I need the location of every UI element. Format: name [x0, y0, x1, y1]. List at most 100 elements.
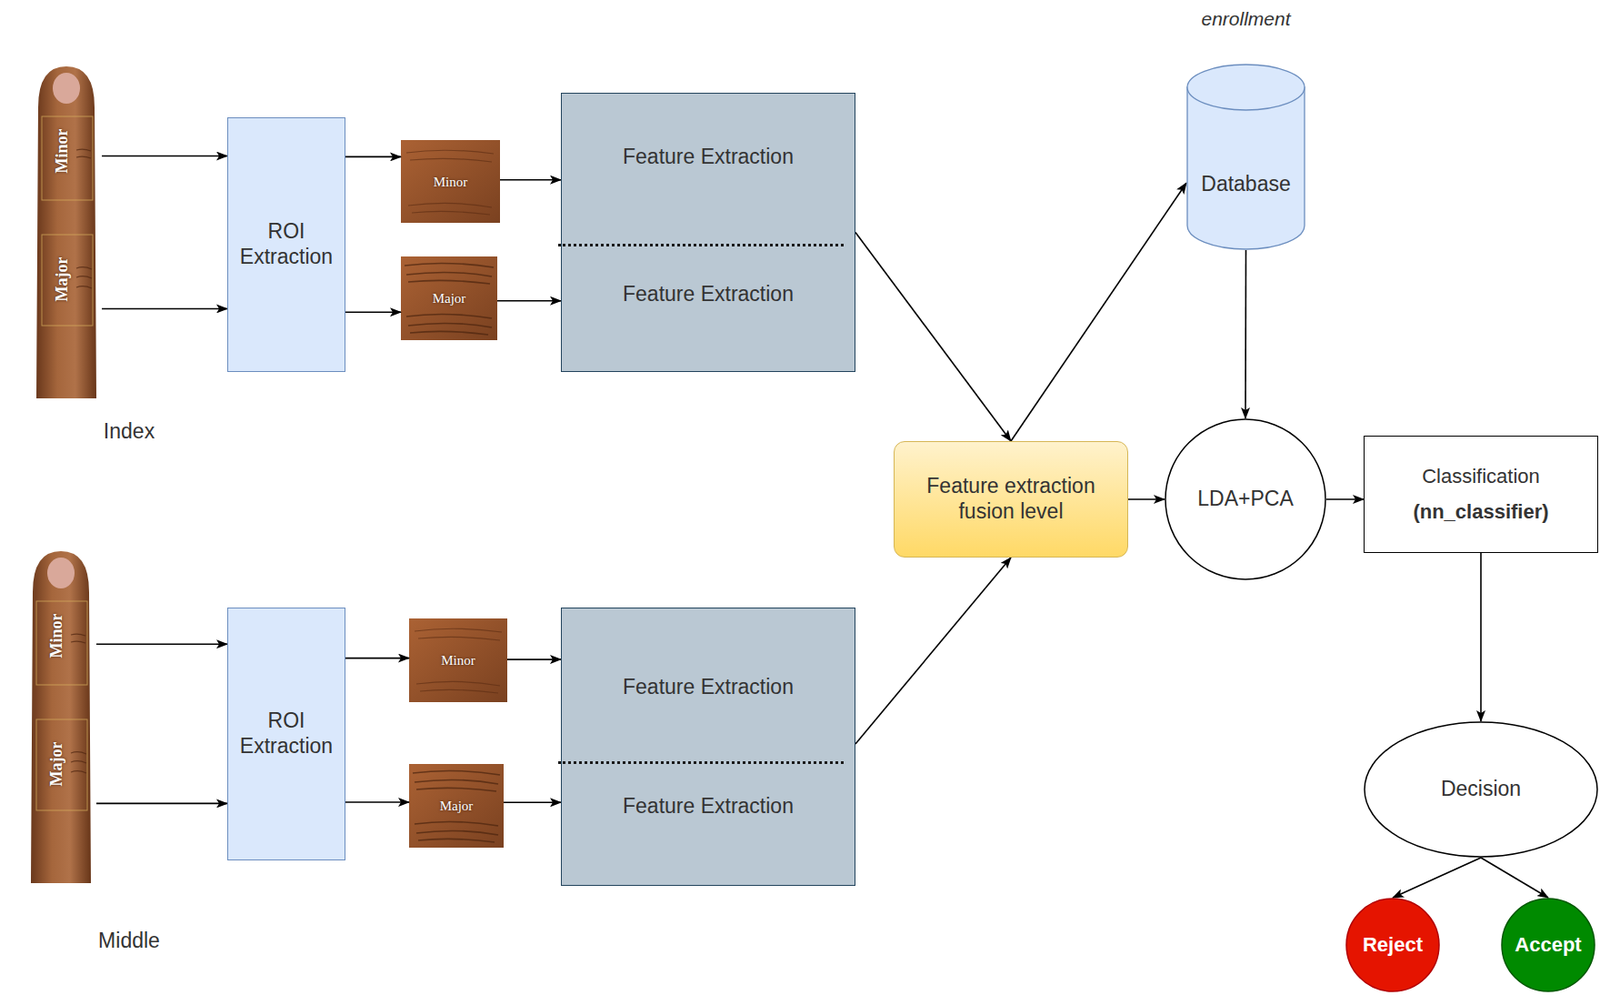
heading-label: enrollment [1200, 7, 1290, 30]
feature-section: Feature Extraction [561, 760, 855, 852]
arrow-connector [101, 308, 228, 310]
arrow-connector [855, 232, 1011, 442]
minor-region [36, 600, 88, 685]
minor-region [41, 116, 93, 200]
major-region [36, 719, 88, 810]
finger-node: MinorMajorIndex [30, 66, 102, 399]
box-label: Feature extraction fusion level [905, 473, 1117, 524]
patch-label: Major [440, 797, 474, 814]
arrow-connector [1244, 250, 1247, 419]
accept-circle: Accept [1500, 897, 1596, 992]
finger-section-label: Major [52, 256, 73, 301]
arrow-connector [345, 156, 401, 159]
arrow-connector [1128, 498, 1165, 500]
arrow-connector [345, 657, 410, 660]
patch-label: Major [432, 290, 467, 307]
finger-name: Index [103, 419, 155, 445]
patch-label: Minor [440, 651, 476, 669]
major-region [41, 234, 93, 326]
box-label: Classification [1421, 464, 1540, 489]
arrow-connector [1480, 857, 1549, 898]
box-label: Database [1200, 171, 1290, 198]
shape-outline [1186, 63, 1306, 250]
dotted-divider [558, 243, 844, 247]
process-circle: LDA+PCA [1164, 418, 1327, 580]
roi-patch: Minor [409, 618, 508, 702]
arrow-connector [500, 179, 561, 181]
arrow-connector [507, 658, 561, 660]
cylinder-body [1187, 87, 1305, 250]
index-finger [36, 66, 97, 399]
patch-skin [409, 763, 504, 848]
feature-section: Feature Extraction [561, 608, 855, 767]
arrow-connector [855, 557, 1011, 744]
finger-name: Middle [98, 928, 160, 954]
box-label: ROI Extraction [235, 219, 338, 270]
decision-ellipse: Decision [1363, 720, 1599, 858]
box-label: Decision [1440, 776, 1521, 802]
box-label: Feature Extraction [622, 674, 794, 700]
box-label: Feature Extraction [622, 793, 794, 820]
box-label: (nn_classifier) [1412, 500, 1549, 524]
circle-outline [1346, 898, 1440, 991]
box-label: LDA+PCA [1197, 486, 1293, 512]
feature-extraction-box: Feature ExtractionFeature Extraction [560, 607, 856, 886]
ellipse-outline [1364, 721, 1598, 857]
finger-crease [70, 633, 87, 773]
roi-patch: Major [400, 256, 498, 340]
finger-nail [52, 72, 80, 104]
middle-finger [30, 550, 91, 883]
finger-section-label: Major [47, 740, 68, 786]
decision-label: Accept [1514, 932, 1581, 957]
finger-section-label: Minor [52, 129, 73, 174]
arrow-connector [1326, 498, 1364, 500]
major-patch-image [409, 763, 504, 848]
arrow-connector [503, 801, 561, 804]
patch-crease [406, 150, 494, 215]
box-label: Feature Extraction [622, 281, 794, 308]
box-label: Feature Extraction [622, 144, 794, 170]
patch-skin [409, 618, 508, 702]
feature-section: Feature Extraction [561, 243, 855, 346]
minor-patch-image [400, 140, 500, 223]
arrow-connector [1480, 552, 1482, 721]
feature-section: Feature Extraction [561, 93, 855, 221]
arrow-connector [497, 300, 561, 302]
finger-node: MinorMajorMiddle [25, 550, 97, 883]
circle-outline [1165, 419, 1326, 580]
arrow-connector [1392, 857, 1481, 898]
patch-crease [414, 628, 502, 693]
finger-shape [36, 66, 97, 399]
arrow-connector [1010, 182, 1187, 441]
finger-nail [47, 557, 75, 589]
database-cylinder: enrollmentDatabase [1186, 63, 1306, 250]
feature-extraction-box: Feature ExtractionFeature Extraction [560, 92, 856, 372]
roi-patch: Minor [400, 140, 500, 223]
finger-crease [76, 149, 92, 289]
arrow-connector [345, 800, 410, 803]
classification-box: Classification (nn_classifier) [1363, 435, 1599, 553]
dotted-divider [558, 760, 844, 764]
arrow-connector [96, 642, 228, 645]
patch-skin [400, 256, 498, 340]
roi-patch: Major [409, 763, 504, 848]
decision-label: Reject [1362, 932, 1423, 957]
major-patch-image [400, 256, 498, 340]
fusion-box: Feature extraction fusion level [893, 440, 1129, 558]
roi-box: ROI Extraction [227, 607, 346, 860]
patch-crease [404, 262, 494, 335]
cylinder-top [1187, 64, 1305, 110]
finger-section-label: Minor [47, 613, 68, 659]
circle-outline [1501, 898, 1595, 991]
box-label: ROI Extraction [235, 708, 338, 759]
arrow-connector [96, 802, 228, 805]
patch-crease [412, 770, 500, 842]
finger-shape [30, 550, 91, 883]
patch-skin [400, 140, 500, 223]
arrow-connector [101, 155, 228, 158]
minor-patch-image [409, 618, 508, 702]
roi-box: ROI Extraction [227, 117, 346, 372]
patch-label: Minor [433, 173, 469, 190]
arrow-connector [345, 310, 401, 313]
reject-circle: Reject [1345, 897, 1440, 992]
